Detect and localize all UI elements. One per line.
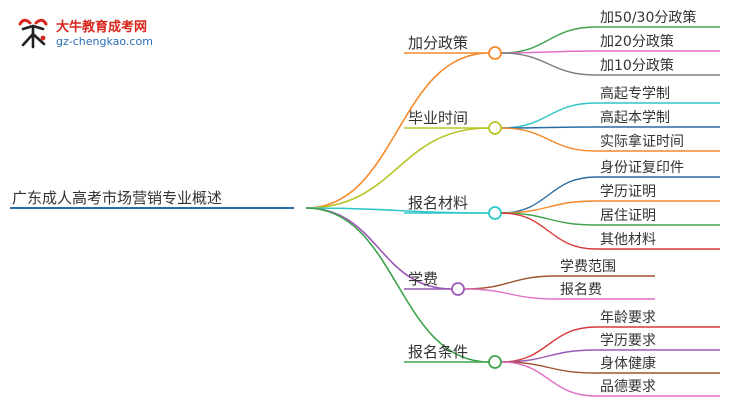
child-link [500, 349, 597, 363]
root-label: 广东成人高考市场营销专业概述 [12, 189, 222, 207]
child-link [500, 127, 597, 152]
child-label[interactable]: 学历要求 [600, 333, 656, 349]
child-label[interactable]: 其他材料 [600, 232, 656, 248]
child-link [500, 176, 597, 214]
child-label[interactable]: 加10分政策 [600, 57, 674, 74]
child-label[interactable]: 高起本学制 [600, 109, 670, 126]
branch-label: 报名材料 [408, 194, 468, 212]
child-label[interactable]: 报名费 [560, 282, 602, 298]
child-label[interactable]: 实际拿证时间 [600, 133, 684, 150]
branch-link [305, 127, 490, 209]
child-label[interactable]: 年龄要求 [600, 310, 656, 326]
branch-node[interactable] [488, 121, 502, 135]
child-label[interactable]: 加50/30分政策 [600, 9, 696, 26]
child-link [463, 275, 557, 290]
child-label[interactable]: 品德要求 [600, 379, 656, 395]
branch-label: 报名条件 [408, 343, 468, 361]
child-label[interactable]: 学历证明 [600, 184, 656, 200]
bull-logo-icon [18, 18, 48, 49]
child-label[interactable]: 加20分政策 [600, 33, 674, 50]
child-link [500, 102, 597, 129]
child-label[interactable]: 身体健康 [600, 355, 656, 372]
child-link [500, 326, 597, 363]
site-logo: 大牛教育成考网 gz-chengkao.com [14, 14, 214, 54]
logo-title: 大牛教育成考网 [56, 20, 148, 35]
branch-link [305, 52, 490, 209]
child-label[interactable]: 身份证复印件 [600, 159, 684, 176]
branch-node[interactable] [451, 282, 465, 296]
child-link [500, 212, 597, 250]
branch-node[interactable] [488, 46, 502, 60]
branch-node[interactable] [488, 206, 502, 220]
child-label[interactable]: 居住证明 [600, 208, 656, 224]
branch-label: 加分政策 [408, 34, 468, 52]
child-link [500, 200, 597, 214]
branch-node[interactable] [488, 355, 502, 369]
branch-label: 学费 [408, 270, 438, 288]
child-link [500, 212, 597, 226]
child-link [463, 288, 557, 300]
child-link [500, 52, 597, 76]
child-label[interactable]: 高起专学制 [600, 85, 670, 102]
child-link [500, 361, 597, 397]
child-label[interactable]: 学费范围 [560, 258, 616, 275]
child-link [500, 26, 597, 54]
branch-label: 毕业时间 [408, 109, 468, 127]
logo-url: gz-chengkao.com [56, 35, 153, 48]
branch-link [305, 207, 490, 363]
